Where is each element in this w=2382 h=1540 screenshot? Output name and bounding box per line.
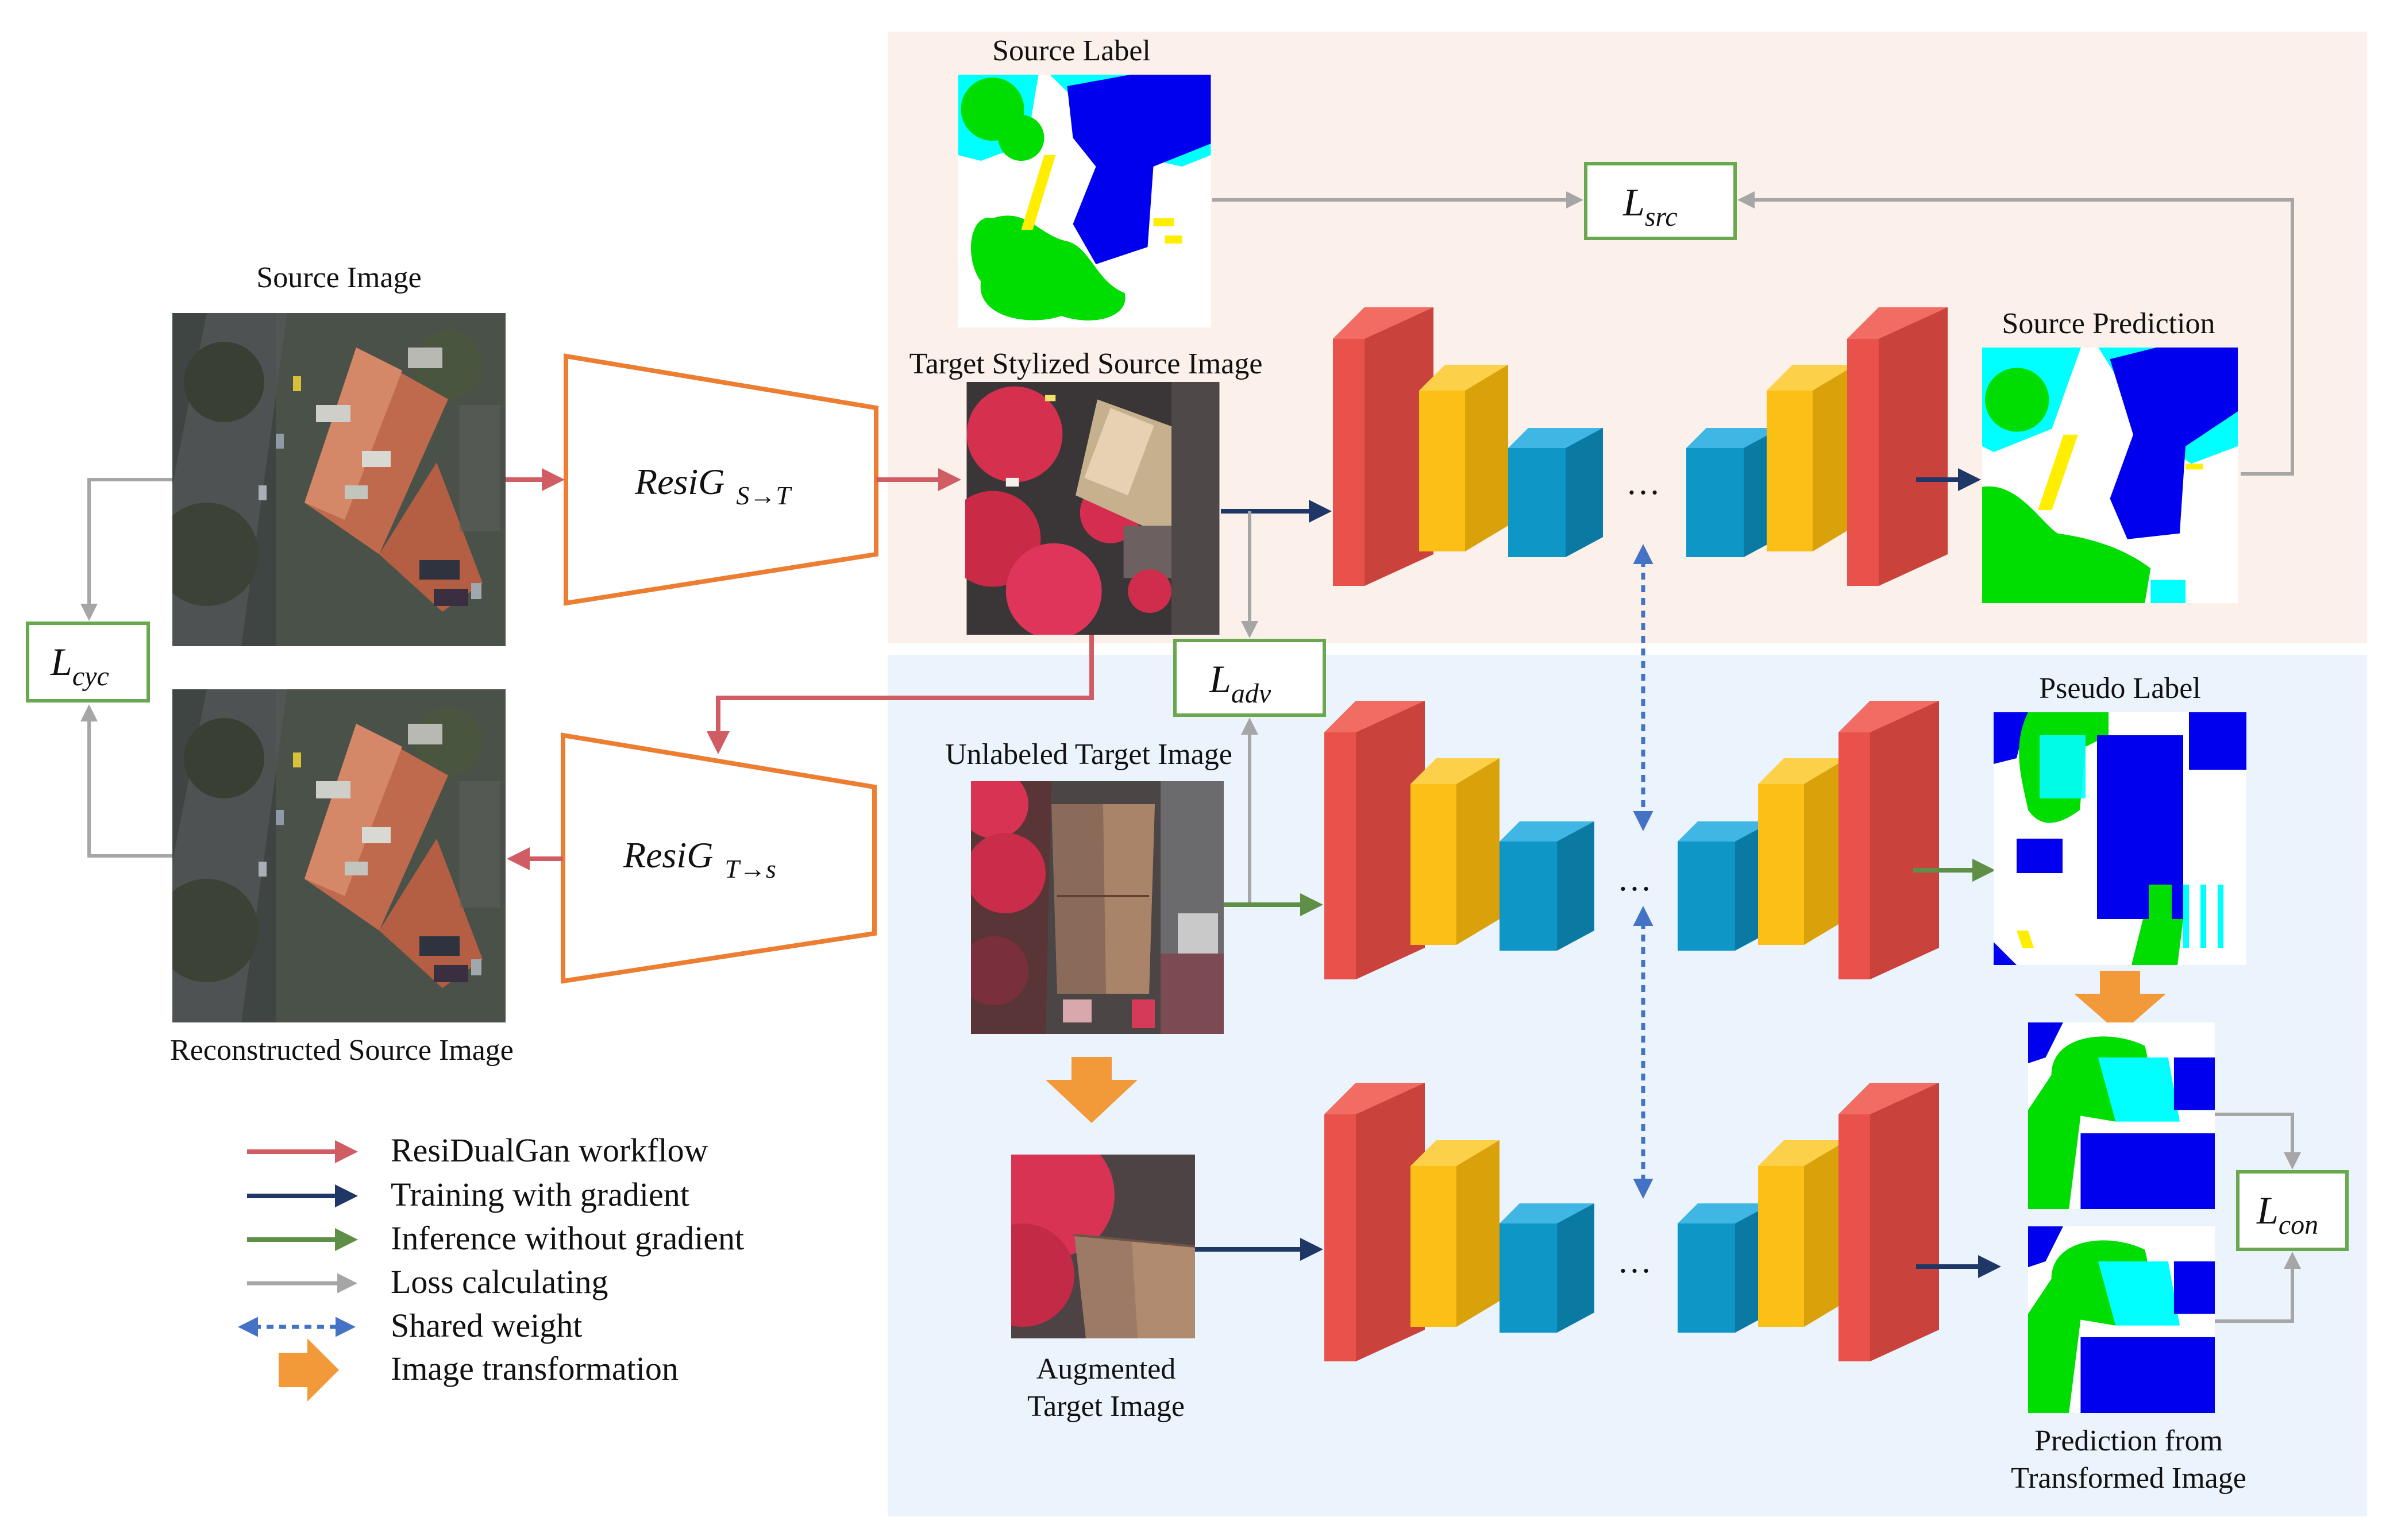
prediction-transformed-caption-1: Prediction from	[2034, 1425, 2223, 1457]
transform-arrow-target	[1046, 1057, 1138, 1123]
svg-text:Lcon: Lcon	[2256, 1188, 2318, 1240]
source-prediction-caption: Source Prediction	[2002, 307, 2215, 340]
legend-item-resi: ResiDualGan workflow	[247, 1132, 708, 1169]
svg-text:Lcyc: Lcyc	[50, 640, 109, 692]
legend-transform-icon	[279, 1338, 339, 1402]
svg-text:Ladv: Ladv	[1209, 657, 1271, 709]
source-image-caption: Source Image	[256, 261, 421, 294]
arrow-pseudo-to-con	[2215, 1113, 2301, 1170]
seg-network-top: …	[1333, 307, 1948, 586]
legend-item-inference: Inference without gradient	[247, 1219, 744, 1257]
generator-s2t: ResiG S→T	[564, 353, 878, 606]
loss-adv-sub: adv	[1231, 678, 1271, 709]
generator-t2s: ResiG T→s	[561, 732, 877, 984]
net3-ellipsis: …	[1617, 1242, 1652, 1280]
transform-arrow-pseudo	[2074, 971, 2166, 1034]
generator-t2s-name: ResiG	[623, 835, 713, 875]
net1-ellipsis: …	[1626, 464, 1660, 501]
net3-encoder-block-blue	[1500, 1203, 1594, 1333]
augmented-caption-2: Target Image	[1027, 1390, 1185, 1423]
net1-encoder-block-red	[1333, 307, 1433, 586]
pseudo-label-caption: Pseudo Label	[2039, 672, 2201, 705]
net2-ellipsis: …	[1617, 860, 1652, 898]
legend-item-training: Training with gradient	[247, 1176, 689, 1213]
legend-item-transform: Image transformation	[279, 1338, 679, 1402]
seg-network-middle: …	[1324, 701, 1939, 979]
net2-encoder-block-blue	[1500, 821, 1594, 951]
seg-network-bottom: …	[1324, 1083, 1939, 1361]
source-label-image	[958, 75, 1211, 327]
net1-encoder-block-yellow	[1419, 365, 1508, 551]
net3-decoder-block-yellow	[1758, 1140, 1847, 1327]
net1-decoder-block-yellow	[1767, 365, 1856, 551]
source-label-caption: Source Label	[992, 34, 1151, 67]
loss-adv-base: L	[1209, 657, 1231, 701]
unlabeled-target-image	[959, 770, 1224, 1034]
loss-con-box: Lcon	[2236, 1170, 2349, 1251]
loss-con-sub: con	[2279, 1210, 2318, 1240]
prediction-transformed-caption-2: Transformed Image	[2011, 1462, 2246, 1495]
legend-item-loss: Loss calculating	[247, 1263, 608, 1300]
net2-encoder-block-yellow	[1410, 758, 1500, 945]
loss-src-base: L	[1622, 180, 1645, 224]
net3-decoder-block-red	[1838, 1083, 1939, 1361]
cyc-arrow-bottom	[80, 704, 172, 858]
net3-encoder-block-red	[1324, 1083, 1425, 1361]
svg-text:Image transformation: Image transformation	[391, 1350, 679, 1387]
net2-decoder-block-red	[1838, 701, 1939, 979]
svg-text:Training with gradient: Training with gradient	[391, 1176, 689, 1213]
net1-decoder-block-red	[1847, 307, 1948, 586]
svg-text:ResiDualGan workflow: ResiDualGan workflow	[391, 1132, 708, 1169]
loss-src-sub: src	[1645, 202, 1678, 232]
svg-text:Lsrc: Lsrc	[1622, 180, 1678, 232]
source-prediction-image	[1982, 348, 2238, 603]
pseudo-label-image	[1994, 712, 2246, 965]
augmented-caption-1: Augmented	[1036, 1353, 1176, 1385]
loss-adv-box: Ladv	[1173, 639, 1326, 717]
transformed-pseudo-label-image	[2028, 1022, 2215, 1209]
loss-cyc-sub: cyc	[72, 661, 109, 692]
arrow-stylized-to-gen-t2s	[707, 635, 1094, 754]
arrow-pred-to-con	[2215, 1252, 2301, 1323]
net2-decoder-block-yellow	[1758, 758, 1847, 945]
reconstructed-source-image	[155, 689, 506, 1022]
reconstructed-caption: Reconstructed Source Image	[170, 1034, 514, 1067]
legend: ResiDualGan workflow Training with gradi…	[238, 1132, 744, 1402]
svg-text:Shared weight: Shared weight	[391, 1307, 582, 1344]
net1-encoder-block-blue	[1508, 428, 1603, 557]
generator-s2t-name: ResiG	[634, 461, 724, 502]
cyc-arrow-top	[80, 478, 172, 621]
arrow-pred-to-src	[1737, 191, 2294, 476]
loss-con-base: L	[2256, 1188, 2279, 1232]
svg-text:Loss calculating: Loss calculating	[391, 1263, 608, 1300]
svg-text:Inference without gradient: Inference without gradient	[391, 1219, 744, 1257]
prediction-transformed-image	[2028, 1226, 2215, 1413]
loss-cyc-box: Lcyc	[26, 622, 150, 703]
net2-encoder-block-red	[1324, 701, 1425, 979]
generator-t2s-sub: T→s	[724, 854, 776, 883]
generator-s2t-sub: S→T	[736, 481, 792, 510]
source-image	[155, 313, 506, 646]
legend-item-shared: Shared weight	[238, 1307, 582, 1344]
loss-src-box: Lsrc	[1584, 162, 1737, 240]
unlabeled-target-caption: Unlabeled Target Image	[945, 738, 1232, 771]
loss-cyc-base: L	[50, 640, 72, 684]
stylized-caption: Target Stylized Source Image	[909, 348, 1263, 380]
net3-encoder-block-yellow	[1410, 1140, 1500, 1327]
target-stylized-image	[945, 382, 1220, 639]
